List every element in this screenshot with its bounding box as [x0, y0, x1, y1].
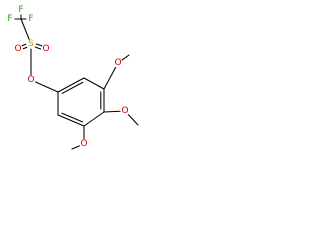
bond-c5-c6-inner: [61, 112, 84, 123]
bond-c2-c3: [83, 77, 105, 90]
atom-label-s: S: [28, 39, 34, 49]
bond-layer: [14, 14, 139, 150]
bond-o_m5-me5: [71, 145, 80, 150]
atom-label-o-m5: O: [80, 139, 87, 149]
atom-label-f1: F: [18, 5, 23, 15]
atom-label-f2: F: [7, 14, 12, 24]
bond-c_cf3-s: [20, 18, 30, 40]
atom-label-o-link: O: [27, 75, 34, 85]
bond-c4-o_p4: [103, 110, 121, 113]
bond-c1-c2: [57, 77, 85, 93]
bond-c4-c5: [83, 111, 105, 127]
bond-o_p4-me4: [127, 114, 139, 126]
bond-s-o_s1-a: [21, 43, 27, 47]
bond-s-o_s1-b: [22, 46, 28, 50]
bond-c1-c2-inner: [61, 81, 84, 94]
bond-c3-o_m3: [103, 66, 117, 90]
atom-label-o-s2: O: [42, 44, 49, 54]
bond-o_link-c1: [35, 81, 59, 93]
bond-s-o_s2-a: [34, 46, 42, 50]
atom-label-o-m3: O: [114, 58, 121, 68]
bond-c5-c6: [57, 114, 85, 127]
bond-o_m3-me3: [121, 54, 130, 61]
atom-label-o-s1: O: [14, 44, 21, 54]
bond-s-o_s2-b: [35, 43, 43, 47]
atom-label-f3: F: [28, 14, 33, 24]
atom-label-o-p4: O: [121, 106, 128, 116]
